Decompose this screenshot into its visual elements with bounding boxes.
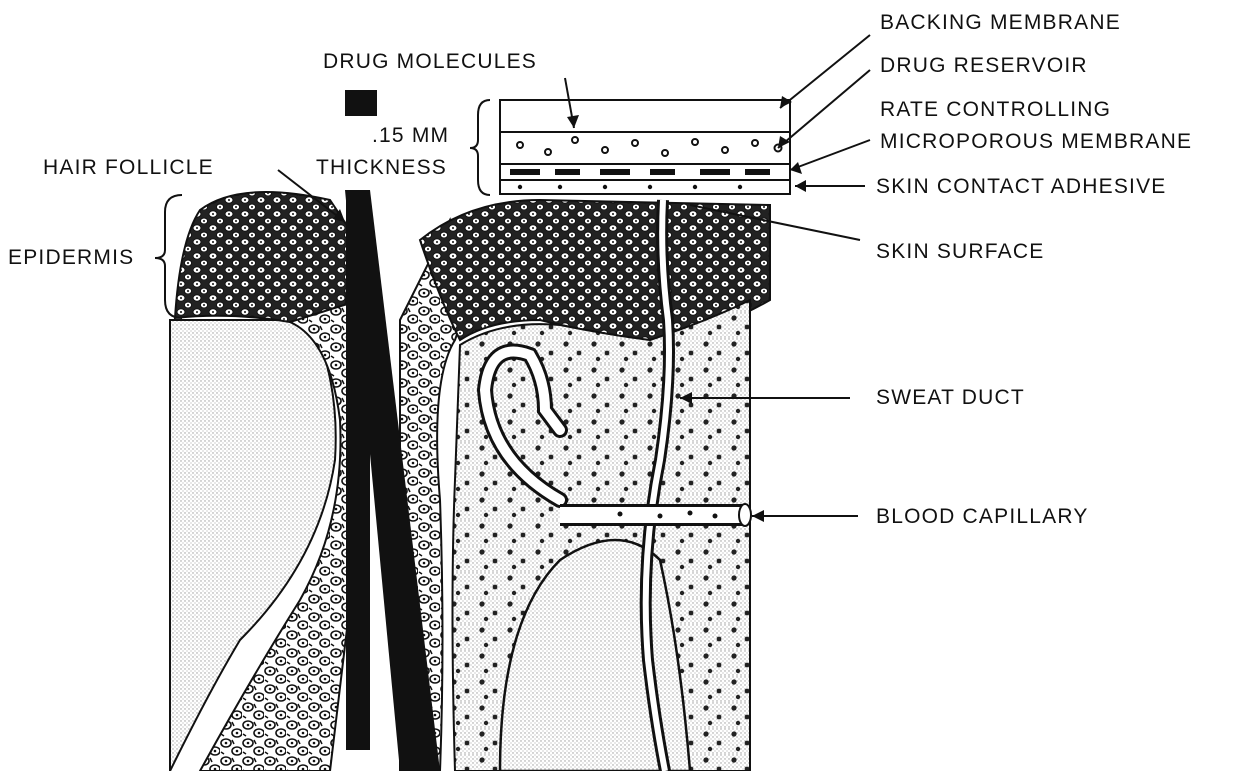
patch-bracket bbox=[470, 100, 490, 195]
left-epidermis bbox=[175, 192, 350, 326]
label-rate-controlling: RATE CONTROLLING bbox=[880, 98, 1111, 122]
label-backing-membrane: BACKING MEMBRANE bbox=[880, 11, 1121, 35]
adhesive-layer bbox=[500, 180, 790, 194]
label-blood-capillary: BLOOD CAPILLARY bbox=[876, 505, 1089, 529]
backing-membrane-layer bbox=[500, 100, 790, 132]
label-thickness-value: .15 MM bbox=[372, 124, 449, 148]
label-sweat-duct: SWEAT DUCT bbox=[876, 386, 1025, 410]
label-drug-molecules: DRUG MOLECULES bbox=[323, 50, 537, 74]
label-drug-reservoir: DRUG RESERVOIR bbox=[880, 54, 1088, 78]
hair-shaft-upper bbox=[346, 190, 370, 750]
tissue-illustration bbox=[170, 190, 770, 771]
label-thickness-word: THICKNESS bbox=[316, 156, 447, 180]
label-skin-surface: SKIN SURFACE bbox=[876, 240, 1044, 264]
drug-reservoir-layer bbox=[500, 132, 790, 164]
label-microporous-membrane: MICROPOROUS MEMBRANE bbox=[880, 130, 1192, 154]
thickness-sample bbox=[345, 90, 377, 116]
label-epidermis: EPIDERMIS bbox=[8, 246, 134, 270]
label-hair-follicle: HAIR FOLLICLE bbox=[43, 156, 214, 180]
transdermal-patch bbox=[470, 100, 790, 195]
label-skin-contact-adhesive: SKIN CONTACT ADHESIVE bbox=[876, 175, 1166, 199]
